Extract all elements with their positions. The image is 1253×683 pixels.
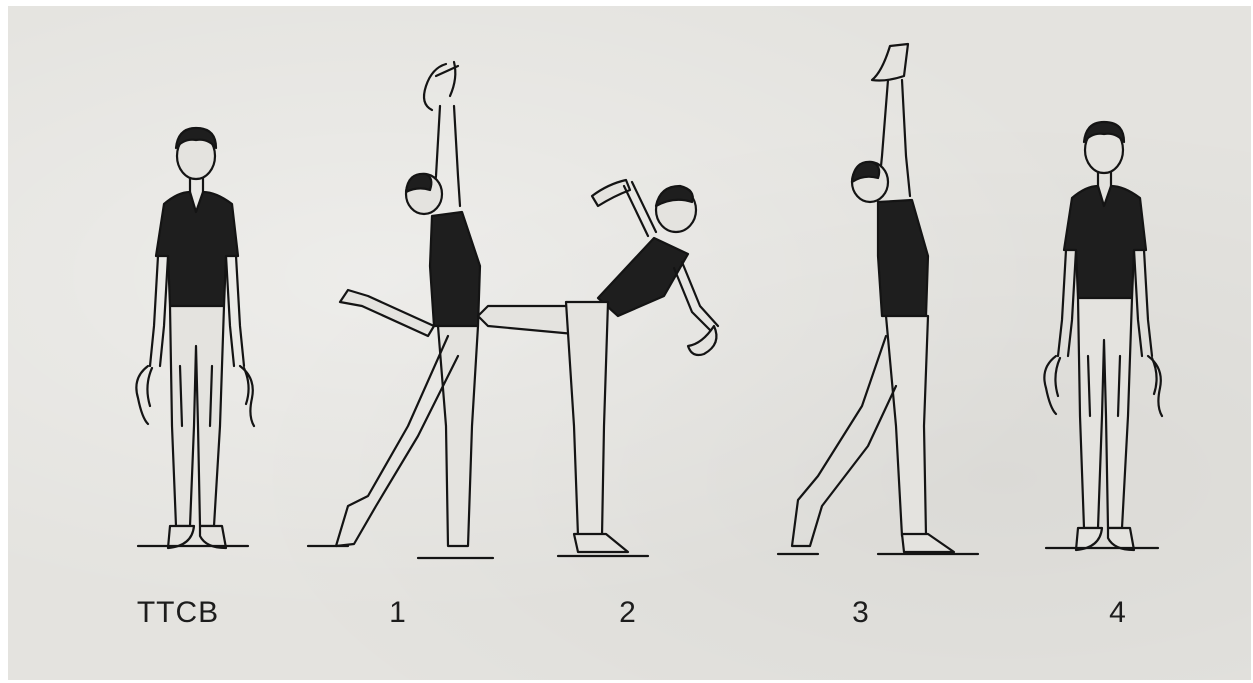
figure-4 <box>1018 6 1188 566</box>
figure-1 <box>308 6 498 566</box>
arms-up-leg-back-drawing <box>308 6 498 566</box>
paper-background: TTCB 1 2 3 4 <box>8 6 1251 680</box>
figure-label-3: 3 <box>801 596 921 630</box>
standing-figure-drawing <box>1018 6 1188 566</box>
figure-3 <box>778 6 978 566</box>
figure-2 <box>478 6 738 566</box>
figure-label-4: 4 <box>1058 596 1178 630</box>
arms-up-toe-point-drawing <box>778 6 978 566</box>
standing-figure-drawing <box>108 6 278 566</box>
arabesque-drawing <box>478 6 738 566</box>
figure-ttcb <box>108 6 278 566</box>
figure-label-1: 1 <box>338 596 458 630</box>
figure-label-2: 2 <box>568 596 688 630</box>
figure-label-ttcb: TTCB <box>118 596 238 630</box>
